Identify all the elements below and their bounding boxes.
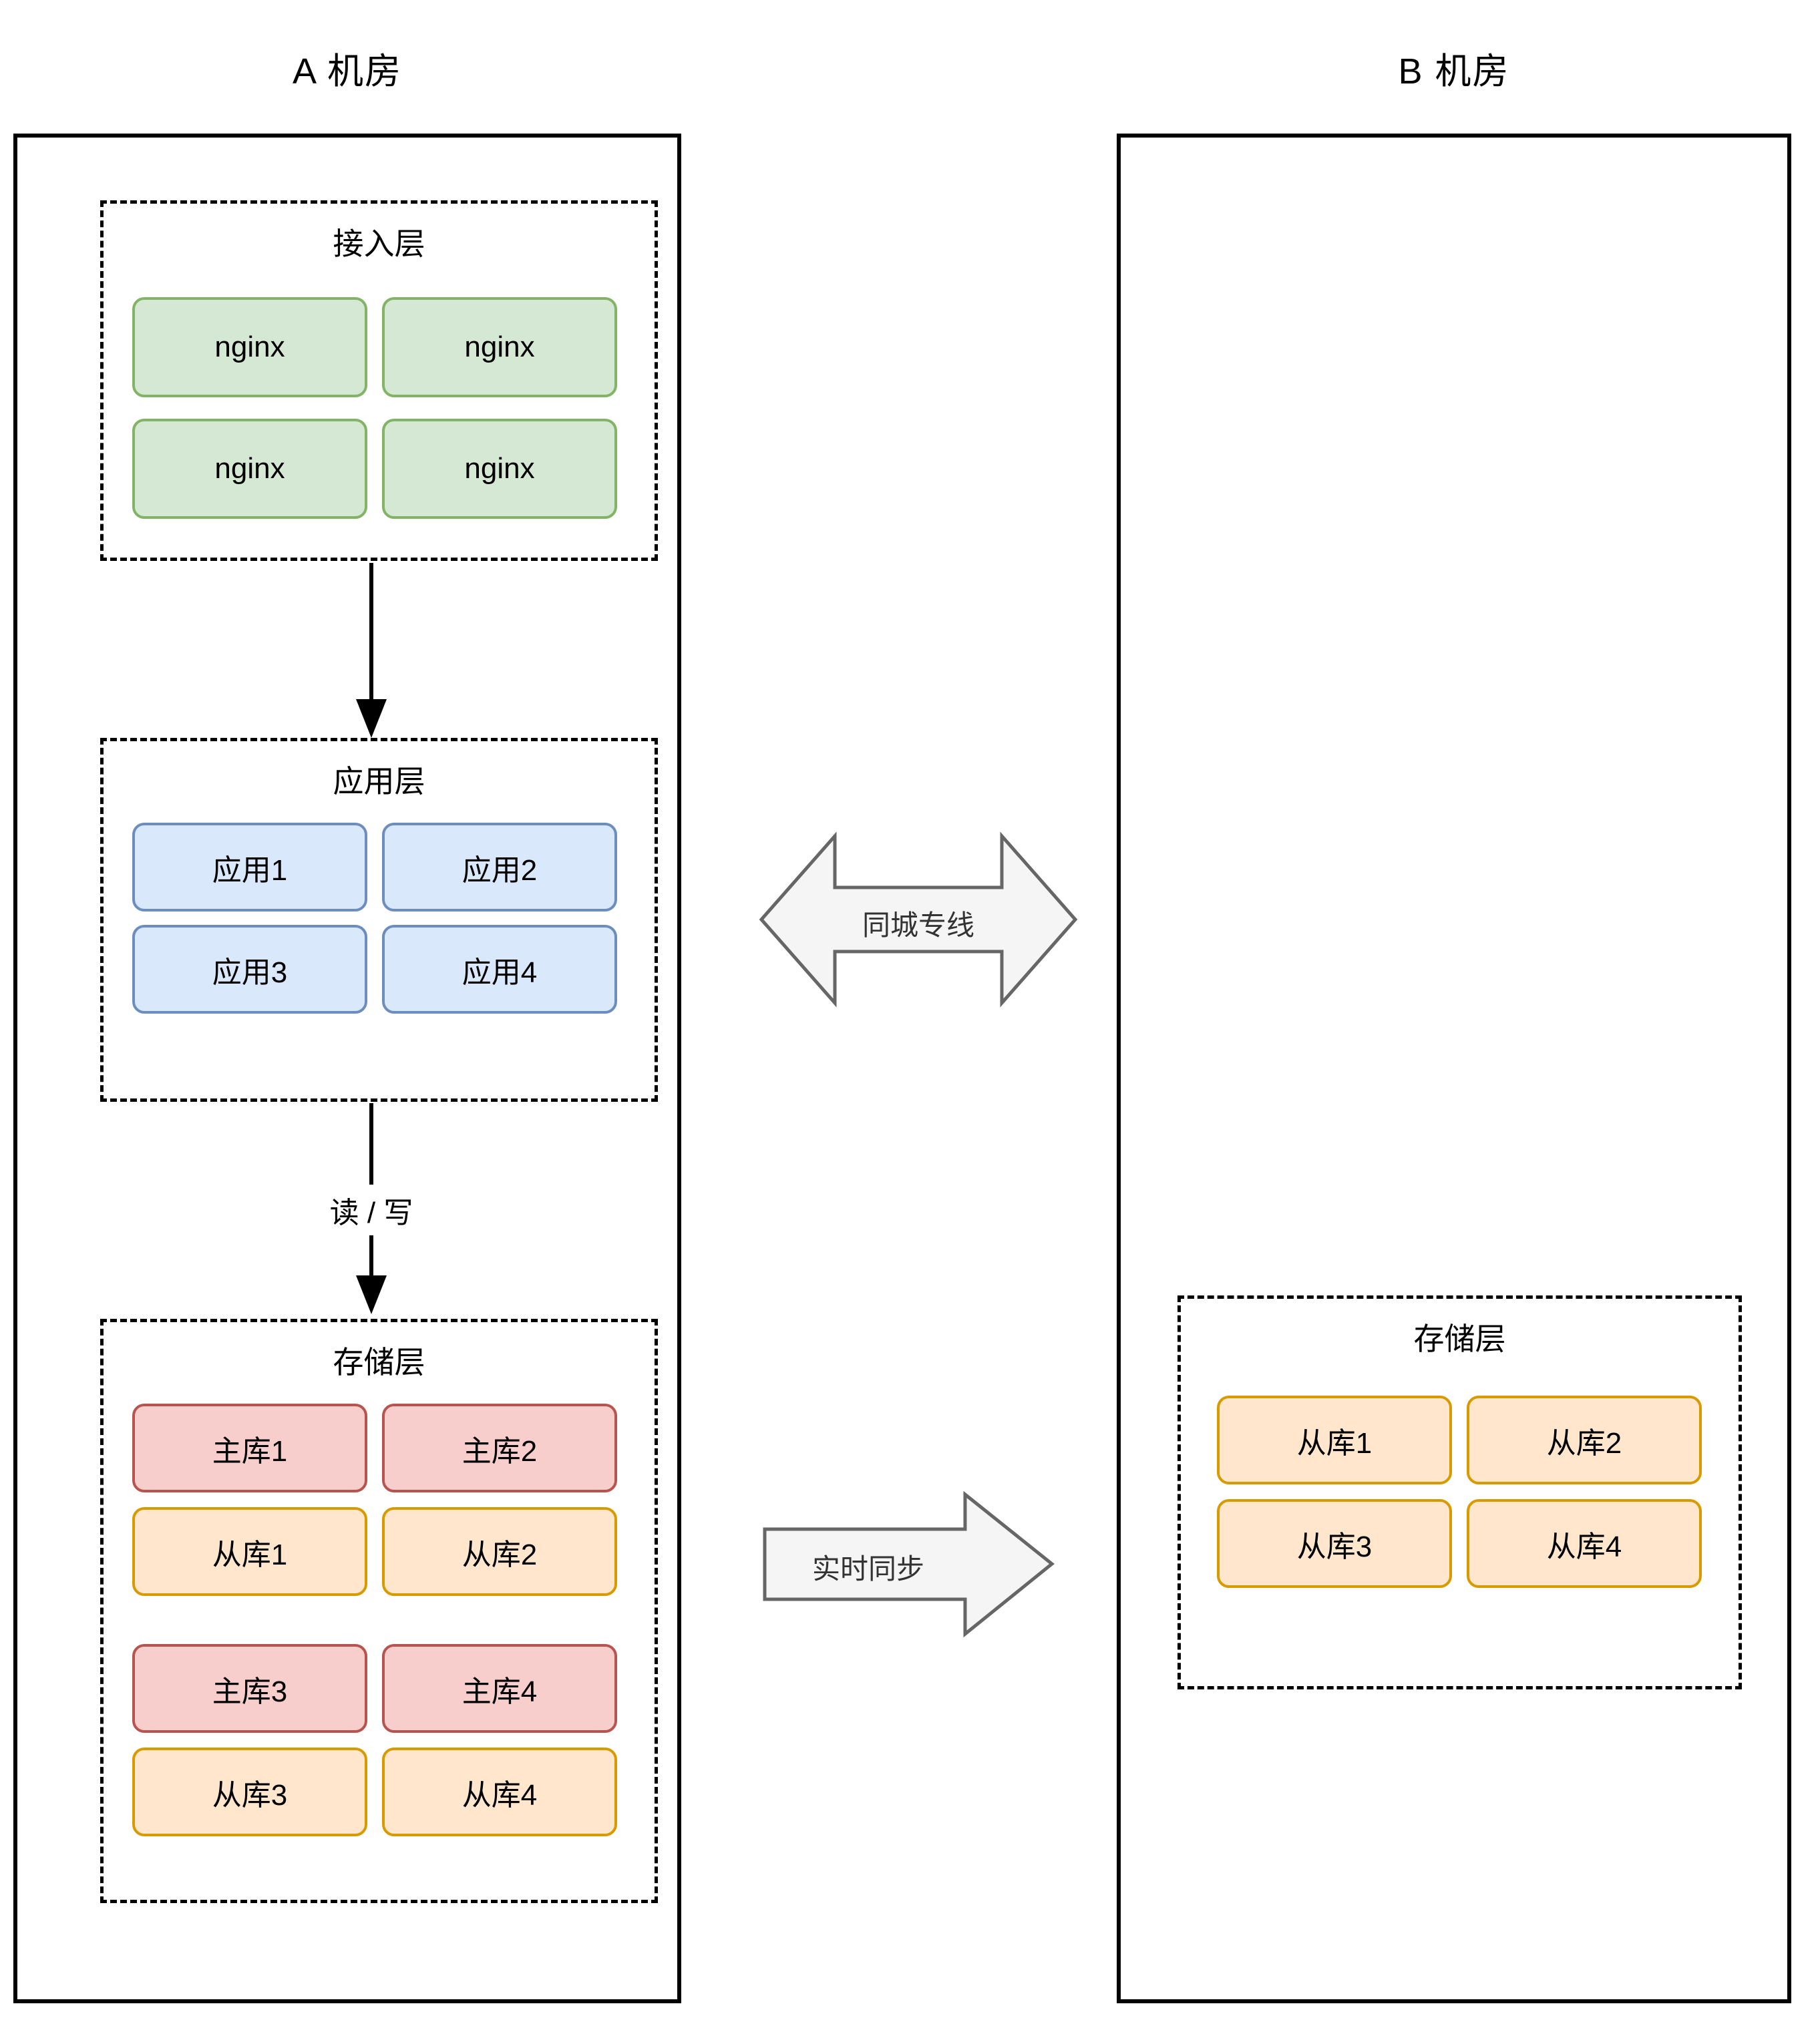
node-slave-db-2: 从库2 bbox=[382, 1507, 617, 1596]
app-layer-label: 应用层 bbox=[333, 764, 425, 799]
node-master-db-1: 主库1 bbox=[132, 1404, 367, 1492]
access-layer-box: 接入层 bbox=[100, 200, 658, 561]
app-layer-box: 应用层 bbox=[100, 738, 658, 1102]
access-to-app-arrowhead-icon bbox=[356, 699, 387, 738]
node-nginx-4: nginx bbox=[382, 419, 617, 519]
read-write-label: 读 / 写 bbox=[271, 1185, 472, 1235]
node-nginx-3: nginx bbox=[132, 419, 367, 519]
node-app-4: 应用4 bbox=[382, 925, 617, 1014]
app-to-storage-arrowhead-icon bbox=[356, 1275, 387, 1314]
node-master-db-3: 主库3 bbox=[132, 1644, 367, 1733]
access-to-app-arrow-line bbox=[369, 563, 373, 699]
node-slave-db-3: 从库3 bbox=[132, 1748, 367, 1836]
node-nginx-1: nginx bbox=[132, 297, 367, 397]
node-b-slave-db-4: 从库4 bbox=[1467, 1499, 1702, 1588]
storage-layer-a-box: 存储层 bbox=[100, 1319, 658, 1903]
node-master-db-4: 主库4 bbox=[382, 1644, 617, 1733]
node-nginx-2: nginx bbox=[382, 297, 617, 397]
node-master-db-2: 主库2 bbox=[382, 1404, 617, 1492]
storage-layer-a-label: 存储层 bbox=[333, 1345, 425, 1380]
intercity-link-label: 同城专线 bbox=[862, 909, 974, 941]
node-b-slave-db-3: 从库3 bbox=[1217, 1499, 1452, 1588]
node-app-1: 应用1 bbox=[132, 823, 367, 911]
access-layer-label: 接入层 bbox=[333, 226, 425, 261]
node-b-slave-db-2: 从库2 bbox=[1467, 1396, 1702, 1484]
room-b-box bbox=[1117, 134, 1791, 2003]
node-slave-db-1: 从库1 bbox=[132, 1507, 367, 1596]
realtime-sync-label: 实时同步 bbox=[811, 1553, 924, 1585]
room-b-title: B 机房 bbox=[1398, 51, 1510, 91]
node-app-3: 应用3 bbox=[132, 925, 367, 1014]
storage-layer-b-box: 存储层 bbox=[1177, 1295, 1742, 1689]
node-b-slave-db-1: 从库1 bbox=[1217, 1396, 1452, 1484]
node-app-2: 应用2 bbox=[382, 823, 617, 911]
room-a-title: A 机房 bbox=[292, 51, 403, 91]
storage-layer-b-label: 存储层 bbox=[1413, 1321, 1506, 1356]
node-slave-db-4: 从库4 bbox=[382, 1748, 617, 1836]
